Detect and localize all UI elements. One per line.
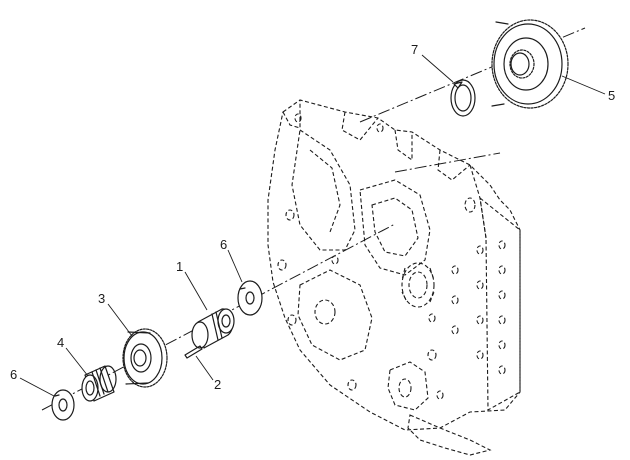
leader-6b <box>19 377 55 397</box>
gear-case-housing <box>267 99 521 456</box>
callout-4: 4 <box>57 335 64 350</box>
needle-bearing <box>81 365 117 402</box>
pin-clip <box>184 345 203 359</box>
callout-1: 1 <box>176 259 183 274</box>
leader-2 <box>195 355 214 381</box>
leader-4 <box>65 347 89 377</box>
thrust-washer-lower <box>51 389 75 421</box>
pin <box>191 308 235 349</box>
callouts: 1 2 3 4 5 6 6 7 <box>10 42 615 392</box>
leader-5 <box>561 75 606 95</box>
callout-3: 3 <box>98 291 105 306</box>
leader-1 <box>184 271 208 311</box>
callout-7: 7 <box>411 42 418 57</box>
snap-ring <box>450 79 476 117</box>
leader-6a <box>227 249 243 283</box>
thrust-washer-upper <box>237 280 263 316</box>
leader-3 <box>107 303 133 337</box>
idler-gear <box>122 328 168 388</box>
leader-lines <box>19 54 606 397</box>
middle-axis-line <box>394 152 501 173</box>
leader-7 <box>421 54 454 83</box>
callout-2: 2 <box>214 377 221 392</box>
callout-6b: 6 <box>10 367 17 382</box>
large-gear <box>491 19 569 109</box>
callout-5: 5 <box>608 88 615 103</box>
callout-6a: 6 <box>220 237 227 252</box>
